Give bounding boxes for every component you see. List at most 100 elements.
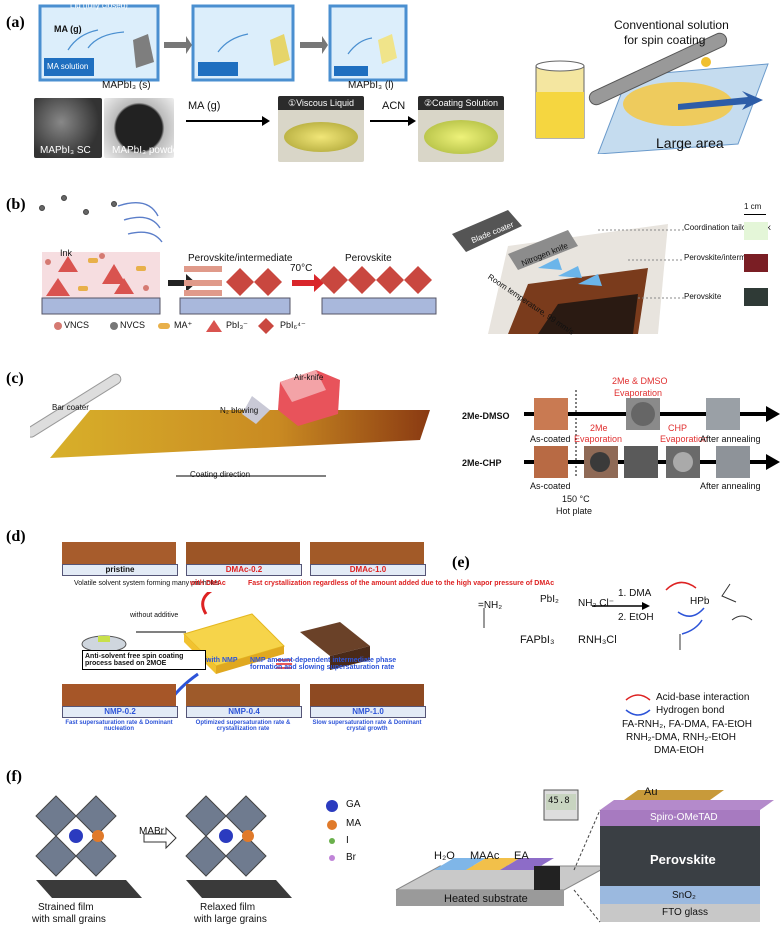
nh2-label: =NH₂ xyxy=(478,600,503,611)
layer-sno2: SnO₂ xyxy=(672,890,696,901)
pair-1: FA-RNH₂, FA-DMA, FA-EtOH xyxy=(622,719,752,730)
panel-label-e: (e) xyxy=(452,554,470,571)
volatile-note: Volatile solvent system forming many pin… xyxy=(74,580,220,587)
viscous-title: ①Viscous Liquid xyxy=(278,96,364,110)
photo-viscous-liquid: ①Viscous Liquid xyxy=(278,96,364,162)
caption-nmp-1-0: Slow supersaturation rate & Dominant cry… xyxy=(312,720,422,732)
scale-bar xyxy=(744,214,766,215)
legend-ga-dot xyxy=(326,800,338,812)
photo-sc-label: MAPbI₃ SC xyxy=(40,145,91,156)
heated-substrate-label: Heated substrate xyxy=(444,893,528,905)
legend-vncs: VNCS xyxy=(64,320,90,330)
solvent-process-illustration xyxy=(81,592,370,705)
ma-gas-label: MA (g) xyxy=(54,24,82,34)
arrow-ma-gas-label: MA (g) xyxy=(188,100,221,112)
conventional-label: Conventional solution xyxy=(614,18,729,32)
nitrogen-knife-illustration xyxy=(452,210,684,334)
panel-label-f: (f) xyxy=(6,768,22,785)
legend-i: I xyxy=(346,835,349,846)
sealed-container-diagram xyxy=(38,4,408,82)
legend-ma: MA⁺ xyxy=(174,320,193,330)
lid-label: Lid (fully closed) xyxy=(70,1,128,10)
relaxed-label-2: with large grains xyxy=(194,914,267,925)
strained-label-2: with small grains xyxy=(32,914,106,925)
evap-2me-dmso: 2Me & DMSO xyxy=(612,376,668,386)
thermometer-readout: 45.8 xyxy=(548,796,570,806)
coating-direction-label: Coating direction xyxy=(190,470,251,479)
legend-ma-dot xyxy=(327,820,337,830)
panel-label-b: (b) xyxy=(6,196,26,213)
photo-powder-label: MAPbI₃ powder xyxy=(112,145,182,156)
legend-ga: GA xyxy=(346,799,361,810)
layer-fto: FTO glass xyxy=(662,907,708,918)
dmac-note: Fast crystallization regardless of the a… xyxy=(248,580,555,587)
large-area-label: Large area xyxy=(656,135,724,151)
reaction-scheme xyxy=(483,581,753,650)
nmp-note: NMP amount-dependent intermediate phase … xyxy=(250,657,397,671)
with-nmp-label: with NMP xyxy=(206,657,238,664)
lattice-diagram xyxy=(35,795,292,898)
photo-coating-solution: ②Coating Solution xyxy=(418,96,504,162)
coating-title: ②Coating Solution xyxy=(418,96,504,110)
drop-h2o: H₂O xyxy=(434,850,455,862)
legend-i-dot xyxy=(329,838,335,844)
swatch-intermediate xyxy=(744,254,768,272)
photo-single-crystal xyxy=(34,98,102,158)
tag-nmp-0-4: NMP-0.4 xyxy=(186,706,302,718)
step1-label: 1. DMA xyxy=(618,588,652,599)
arrow-right-icon xyxy=(186,116,270,126)
rnh3-label: NH₃ Cl⁻ xyxy=(578,598,615,609)
pair-3: DMA-EtOH xyxy=(654,745,704,756)
tag-nmp-0-2: NMP-0.2 xyxy=(62,706,178,718)
sem-nmp-1-0 xyxy=(310,684,424,706)
tag-pristine: pristine xyxy=(62,564,178,576)
spin-coating-label: for spin coating xyxy=(624,33,706,47)
row-2me-dmso-label: 2Me-DMSO xyxy=(462,411,510,421)
after-annealing-2: After annealing xyxy=(700,481,761,491)
legend-arrows xyxy=(625,694,651,716)
with-dmac-label: with DMAc xyxy=(190,580,226,587)
evap-chp-b: Evaporation xyxy=(660,434,709,444)
arrow-acn-label: ACN xyxy=(382,100,406,112)
after-annealing-1: After annealing xyxy=(700,434,761,444)
relaxed-label: Relaxed film xyxy=(200,902,256,913)
mapbi3-solid-label: MAPbI₃ (s) xyxy=(102,80,151,91)
fapbi3-label: FAPbI₃ xyxy=(520,634,555,646)
drop-maac: MAAc xyxy=(470,850,500,862)
sem-dmac-0-2 xyxy=(186,542,300,564)
tag-nmp-1-0: NMP-1.0 xyxy=(310,706,426,718)
air-knife-label: Air-knife xyxy=(294,373,324,382)
hpbi-label: HPb xyxy=(690,596,710,607)
pair-2: RNH₂-DMA, RNH₂-EtOH xyxy=(626,732,736,743)
evap-2me-dmso-b: Evaporation xyxy=(614,388,663,398)
as-coated-2: As-coated xyxy=(530,481,571,491)
acid-base-label: Acid-base interaction xyxy=(656,692,750,703)
panel-label-a: (a) xyxy=(6,14,25,31)
layer-spiro: Spiro-OMeTAD xyxy=(650,812,718,823)
swatch-perovskite xyxy=(744,288,768,306)
tag-dmac-0-2: DMAc-0.2 xyxy=(186,564,302,576)
scale-label: 1 cm xyxy=(744,202,762,211)
right-label-ink: Coordination tailored Ink xyxy=(684,223,771,232)
ink-label: Ink xyxy=(60,248,73,258)
tag-dmac-1-0: DMAc-1.0 xyxy=(310,564,426,576)
panel-label-d: (d) xyxy=(6,528,26,545)
air-knife-coating-schematic xyxy=(30,370,430,477)
photo-powder xyxy=(104,98,174,158)
swatch-ink xyxy=(744,222,768,240)
blade-coating-schematic xyxy=(39,195,437,334)
rnh3cl-label: RNH₃Cl xyxy=(578,634,617,646)
evap-chp: CHP xyxy=(668,423,688,433)
mapbi3-liquid-label: MAPbI₃ (l) xyxy=(348,80,394,91)
perovskite-intermediate-label: Perovskite/intermediate xyxy=(188,253,293,264)
bar-coater-label: Bar coater xyxy=(52,403,89,412)
layer-perovskite: Perovskite xyxy=(650,852,716,867)
evaporation-timeline xyxy=(524,390,780,478)
legend-br: Br xyxy=(346,852,356,863)
step2-label: 2. EtOH xyxy=(618,612,654,623)
without-additive-label: without additive xyxy=(130,612,179,619)
temp-label: 70°C xyxy=(290,263,313,274)
drop-ea: EA xyxy=(514,850,529,862)
row-2me-chp-label: 2Me-CHP xyxy=(462,458,502,468)
sem-pristine xyxy=(62,542,176,564)
